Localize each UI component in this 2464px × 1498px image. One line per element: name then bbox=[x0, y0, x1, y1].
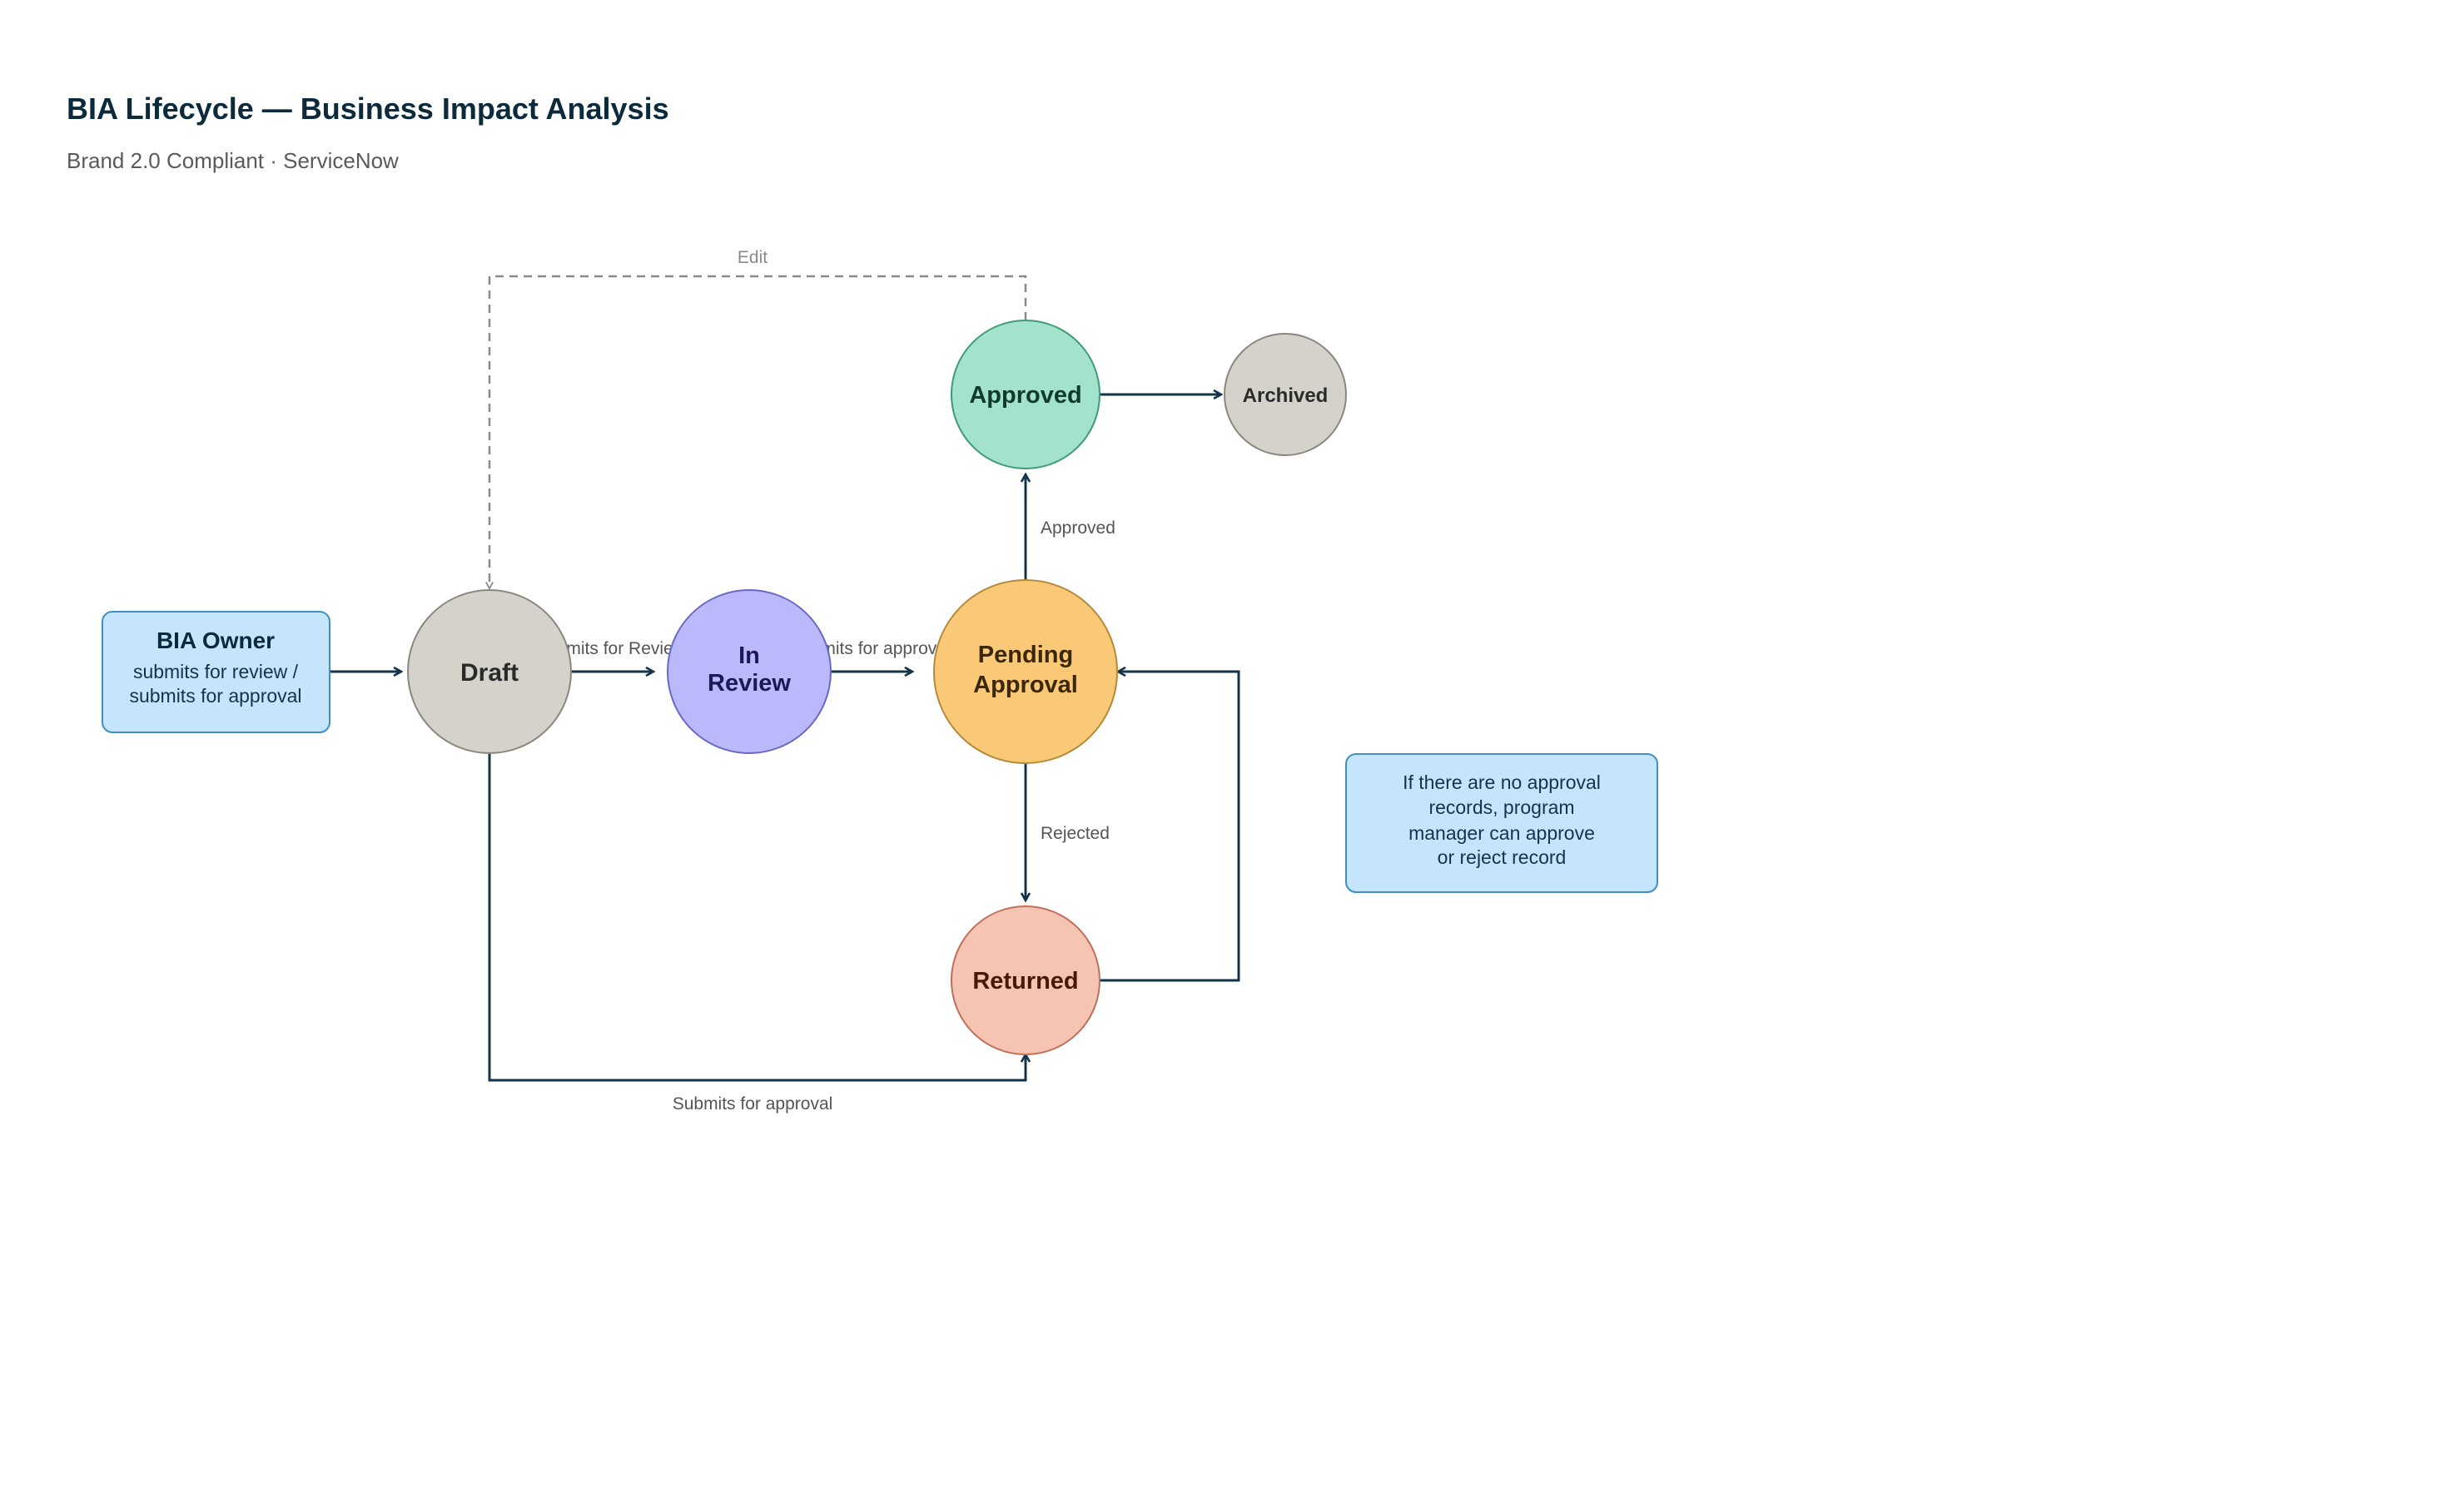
edge-label-submits-for-approval-top: Submits for approval bbox=[790, 639, 951, 658]
state-returned-circle bbox=[951, 905, 1100, 1055]
state-archived-label: Archived bbox=[1243, 384, 1329, 407]
state-draft-label: Draft bbox=[460, 659, 519, 687]
approval-note-line-3: manager can approve bbox=[1408, 822, 1595, 844]
edge-label-approved: Approved bbox=[1041, 518, 1115, 538]
approval-note-line-2: records, program bbox=[1428, 796, 1574, 818]
approval-note-line-1: If there are no approval bbox=[1403, 771, 1601, 793]
bia-owner-line-1: submits for review / bbox=[133, 661, 299, 682]
state-draft-circle bbox=[407, 589, 572, 754]
edge-returned-to-pending bbox=[1100, 672, 1240, 982]
bia-owner-box-shape bbox=[102, 611, 330, 733]
state-pending-approval-label-line-2: Approval bbox=[973, 672, 1078, 698]
state-pending-approval-circle bbox=[933, 579, 1118, 764]
approval-note-box-shape bbox=[1345, 753, 1658, 893]
state-approved-label: Approved bbox=[969, 382, 1081, 409]
state-draft: Draft bbox=[407, 589, 572, 754]
state-returned-label: Returned bbox=[972, 968, 1078, 995]
state-in-review-label-line-2: Review bbox=[708, 670, 791, 697]
approval-note-line-4: or reject record bbox=[1438, 846, 1567, 868]
bia-owner-box: BIA Owner submits for review / submits f… bbox=[102, 611, 330, 733]
page-subtitle: Brand 2.0 Compliant · ServiceNow bbox=[67, 148, 399, 173]
state-pending-approval: Pending Approval bbox=[933, 579, 1118, 764]
bia-owner-title: BIA Owner bbox=[156, 627, 275, 653]
edge-label-edit: Edit bbox=[738, 248, 768, 267]
state-in-review: In Review bbox=[667, 589, 832, 754]
edge-label-rejected: Rejected bbox=[1041, 824, 1110, 843]
state-approved: Approved bbox=[951, 320, 1100, 469]
state-archived: Archived bbox=[1224, 333, 1347, 456]
edge-label-submits-for-approval-bottom: Submits for approval bbox=[673, 1094, 833, 1114]
state-in-review-circle bbox=[667, 589, 832, 754]
state-pending-approval-label-line-1: Pending bbox=[978, 642, 1073, 668]
state-approved-circle bbox=[951, 320, 1100, 469]
state-returned: Returned bbox=[951, 905, 1100, 1055]
bia-owner-line-2: submits for approval bbox=[129, 685, 301, 707]
state-archived-circle bbox=[1224, 333, 1347, 456]
edge-label-submits-for-review: Submits for Review bbox=[535, 639, 687, 658]
edge-draft-to-returned bbox=[488, 753, 1026, 1082]
approval-note-box: If there are no approval records, progra… bbox=[1345, 753, 1658, 893]
page-title: BIA Lifecycle — Business Impact Analysis bbox=[67, 92, 669, 126]
state-in-review-label-line-1: In bbox=[738, 642, 760, 669]
edge-edit-approved-to-draft bbox=[489, 275, 1027, 588]
